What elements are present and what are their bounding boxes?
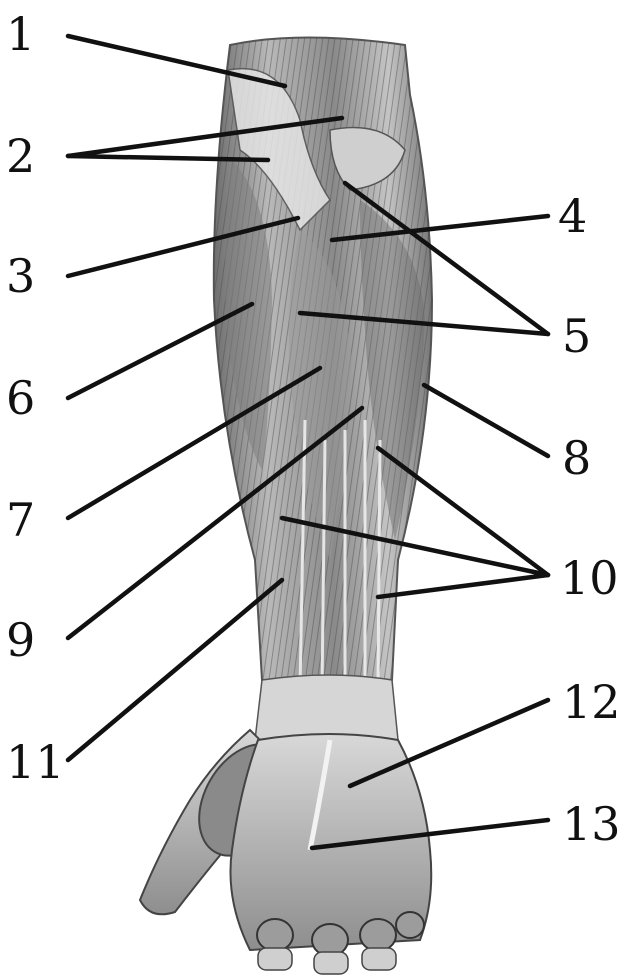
label-3: 3	[6, 249, 35, 303]
label-1: 1	[6, 7, 35, 61]
label-2: 2	[6, 129, 35, 183]
label-13: 13	[562, 797, 621, 851]
forearm-illustration	[140, 38, 432, 975]
label-6: 6	[6, 371, 35, 425]
label-11: 11	[6, 735, 65, 789]
label-7: 7	[6, 493, 35, 547]
wrist-retinaculum	[255, 675, 398, 740]
leader-10c	[378, 575, 548, 597]
label-12: 12	[562, 675, 621, 729]
leader-8	[424, 385, 548, 456]
label-9: 9	[6, 613, 35, 667]
label-4: 4	[558, 189, 587, 243]
label-10: 10	[560, 551, 619, 605]
label-8: 8	[562, 431, 591, 485]
label-5: 5	[562, 309, 591, 363]
